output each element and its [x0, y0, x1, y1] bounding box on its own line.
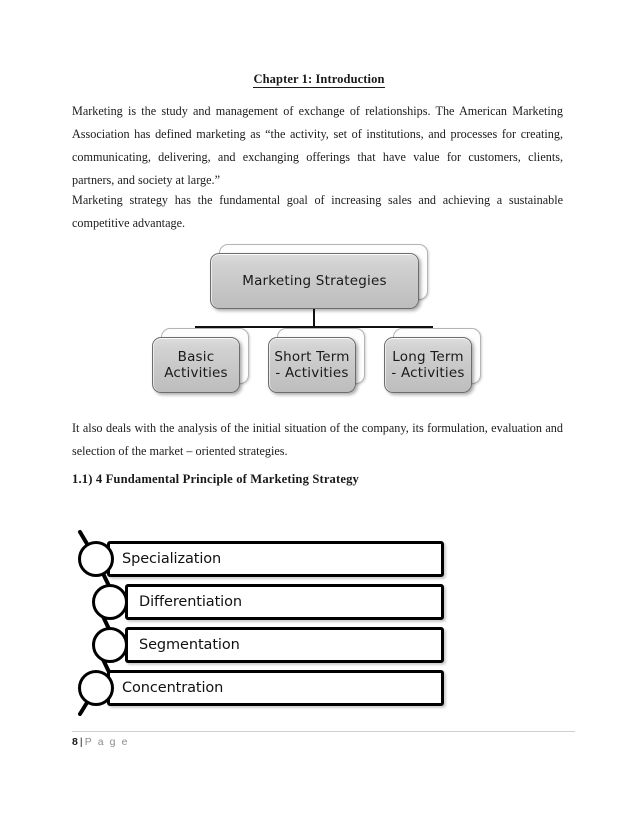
principle-label-4: Concentration	[122, 680, 224, 696]
principle-label-2: Differentiation	[139, 594, 242, 610]
org-node-long-term-activities: Long Term - Activities	[384, 328, 481, 393]
footer-page-number: 8	[72, 736, 78, 748]
footer-separator: |	[79, 736, 83, 748]
four-principles-diagram: Specialization Differentiation Segmentat…	[62, 528, 462, 718]
section-heading: 1.1) 4 Fundamental Principle of Marketin…	[72, 472, 359, 486]
footer-divider	[72, 731, 575, 732]
paragraph-1: Marketing is the study and management of…	[72, 104, 563, 187]
org-node-long-term-activities-box: Long Term - Activities	[384, 337, 472, 393]
paragraph-3: It also deals with the analysis of the i…	[72, 421, 563, 458]
principle-circle-4	[78, 670, 114, 706]
org-node-root-box: Marketing Strategies	[210, 253, 419, 309]
footer: 8|P a g e	[72, 736, 129, 748]
principle-row-3: Segmentation	[62, 627, 444, 663]
principle-bar-2	[125, 584, 444, 620]
principle-circle-2	[92, 584, 128, 620]
principle-circle-3	[92, 627, 128, 663]
org-node-basic-activities-box: Basic Activities	[152, 337, 240, 393]
principle-label-1: Specialization	[122, 551, 222, 567]
org-node-short-term-activities-box: Short Term - Activities	[268, 337, 356, 393]
marketing-strategies-org-chart: Marketing Strategies Basic Activities Sh…	[140, 240, 490, 412]
footer-page-word: P a g e	[84, 736, 130, 748]
principle-label-3: Segmentation	[139, 637, 240, 653]
org-node-root: Marketing Strategies	[210, 244, 428, 309]
org-node-short-term-activities-label: Short Term - Activities	[274, 349, 350, 381]
org-node-basic-activities-label: Basic Activities	[164, 349, 228, 381]
page-title-text: Chapter 1: Introduction	[253, 72, 385, 88]
principle-circle-1	[78, 541, 114, 577]
principle-bar-1	[107, 541, 444, 577]
org-node-basic-activities: Basic Activities	[152, 328, 249, 393]
org-node-root-label: Marketing Strategies	[242, 273, 387, 289]
page-title: Chapter 1: Introduction	[0, 72, 638, 88]
principle-bar-3	[125, 627, 444, 663]
principle-bar-4	[107, 670, 444, 706]
connector-root-stem	[313, 309, 316, 327]
principle-row-2: Differentiation	[62, 584, 444, 620]
paragraph-2: Marketing strategy has the fundamental g…	[72, 193, 563, 230]
principle-row-1: Specialization	[62, 541, 444, 577]
org-node-short-term-activities: Short Term - Activities	[268, 328, 365, 393]
org-node-long-term-activities-label: Long Term - Activities	[391, 349, 465, 381]
principle-row-4: Concentration	[62, 670, 444, 706]
